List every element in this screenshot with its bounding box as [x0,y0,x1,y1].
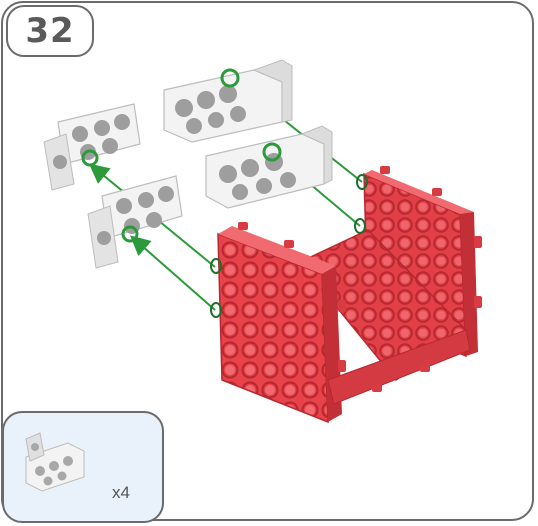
white-bracket-icon [43,59,333,269]
white-bracket-icon [25,432,85,492]
part-quantity: x4 [112,483,130,502]
parts-needed-box: x4 [2,411,164,523]
red-grid-panel-icon [210,166,482,424]
step-badge: 32 [6,5,94,57]
step-number: 32 [25,11,75,51]
connector-ring-icon [210,174,368,318]
